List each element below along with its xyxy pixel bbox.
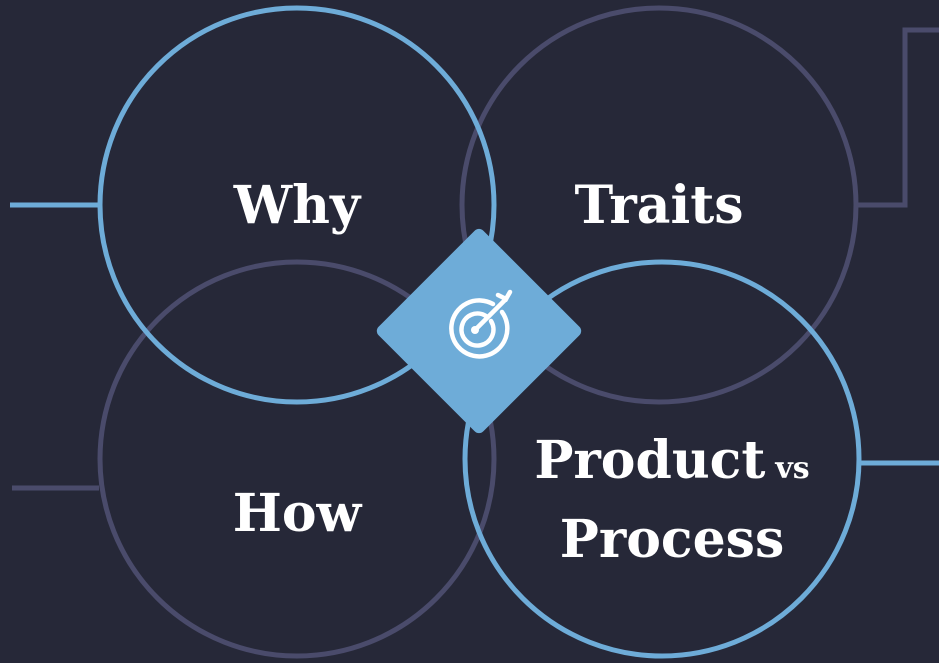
circle-how [97, 259, 497, 659]
label-why: Why [233, 175, 362, 236]
label-product: Product vs [534, 430, 809, 491]
label-how: How [233, 483, 363, 544]
circle-product [462, 259, 862, 659]
circle-why [97, 5, 497, 405]
target-arrow-icon [449, 289, 513, 359]
label-process: Process [560, 509, 784, 570]
center-diamond [376, 228, 582, 434]
connector-line-traits [858, 27, 939, 208]
label-traits: Traits [574, 175, 743, 236]
circle-traits [459, 5, 859, 405]
label-product-vs: vs [774, 451, 809, 486]
label-product-word: Product [534, 430, 765, 491]
